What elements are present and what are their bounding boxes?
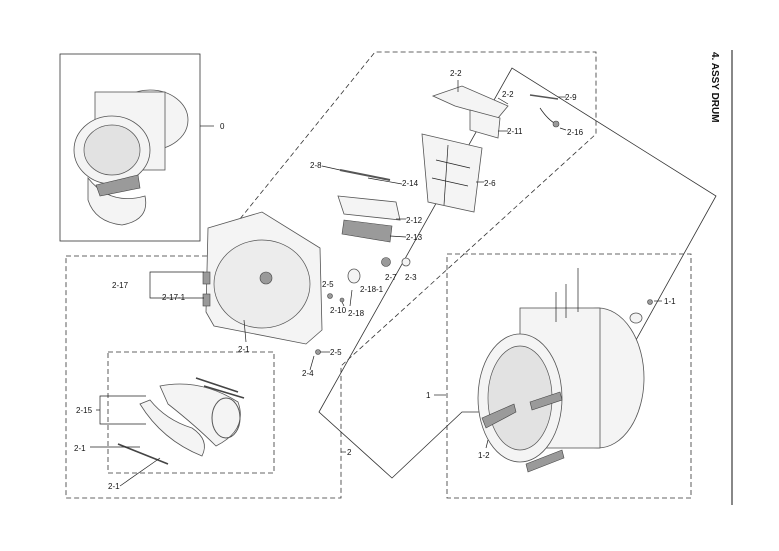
part-1-1-nut — [629, 299, 662, 324]
callout-2-1a: 2-1 — [238, 345, 250, 354]
callout-2-17: 2-17 — [112, 281, 129, 290]
callout-2-1b: 2-1 — [74, 444, 86, 453]
callout-2-11: 2-11 — [507, 127, 523, 136]
callout-2-5a: 2-5 — [322, 280, 334, 289]
callout-2-12: 2-12 — [406, 216, 423, 225]
callout-2-5b: 2-5 — [330, 348, 342, 357]
part-2-13-plate — [341, 219, 407, 243]
part-2-7-roller — [381, 257, 391, 267]
callout-2-3: 2-3 — [405, 273, 417, 282]
part-2-16-sensor — [539, 107, 567, 131]
assembly-frame — [59, 53, 201, 242]
callout-1: 1 — [426, 391, 431, 400]
part-1-drum — [477, 268, 645, 473]
door-gasket — [95, 174, 141, 197]
drum-box — [446, 253, 692, 499]
callout-2: 2 — [347, 448, 352, 457]
callout-2-10: 2-10 — [330, 306, 347, 315]
callout-2-6: 2-6 — [484, 179, 496, 188]
callout-2-13: 2-13 — [406, 233, 423, 242]
callout-2-15: 2-15 — [76, 406, 93, 415]
part-2-12-bracket — [337, 195, 406, 221]
complete-assembly-box — [59, 53, 214, 242]
callout-1-1: 1-1 — [664, 297, 676, 306]
callout-2-14: 2-14 — [402, 179, 419, 188]
part-2-11-duct — [469, 109, 508, 139]
sub-assembly-2-15-box — [107, 351, 275, 474]
part-2-3-cap — [401, 257, 411, 267]
bearing-2-18 — [347, 268, 361, 284]
callout-2-4: 2-4 — [302, 369, 314, 378]
bolt-2-5-lower — [315, 349, 321, 355]
part-2-6-filter-housing — [421, 133, 484, 213]
callout-2-2a: 2-2 — [450, 69, 462, 78]
callout-2-1c: 2-1 — [108, 482, 120, 491]
part-2-9-harness — [529, 94, 566, 100]
callout-2-8: 2-8 — [310, 161, 322, 170]
front-shroud — [87, 176, 147, 226]
drum-opening — [83, 124, 141, 176]
callout-2-7: 2-7 — [385, 273, 397, 282]
part-2-15-duct-seal — [117, 377, 245, 465]
callout-1-2: 1-2 — [478, 451, 490, 460]
callout-0: 0 — [220, 122, 225, 131]
callout-2-18: 2-18 — [348, 309, 365, 318]
assembly-2-box — [65, 51, 597, 499]
callout-2-9: 2-9 — [565, 93, 577, 102]
part-2-8-rod — [321, 165, 391, 181]
callout-2-18-1: 2-18-1 — [360, 285, 384, 294]
part-2-17-rear-panel — [202, 211, 323, 345]
callout-2-16: 2-16 — [567, 128, 584, 137]
callout-2-2b: 2-2 — [502, 90, 514, 99]
washer-2-10 — [339, 297, 345, 303]
bolt-2-5-upper — [327, 293, 333, 299]
callout-2-17-1: 2-17-1 — [162, 293, 186, 302]
section-title: 4. ASSY DRUM — [709, 52, 720, 123]
part-2-2-top-cover — [431, 80, 509, 119]
